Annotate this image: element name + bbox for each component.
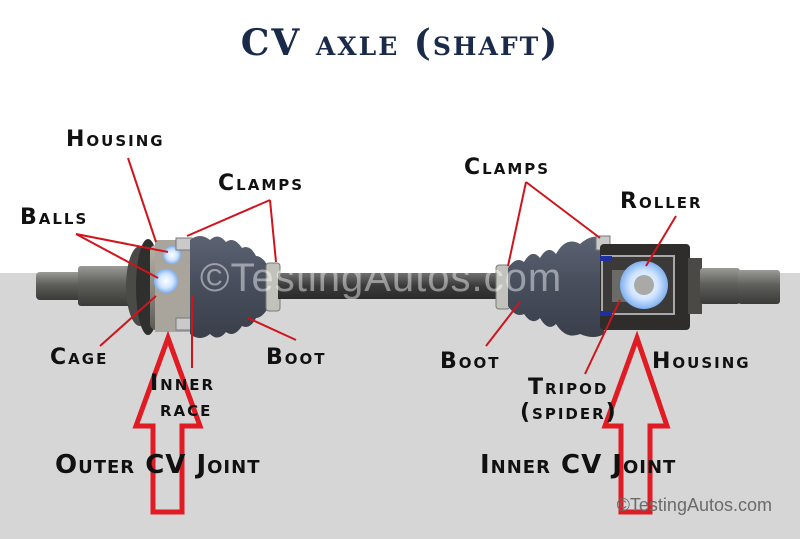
label-inner-tripod-2: (spider) <box>520 400 618 425</box>
label-outer-housing: Housing <box>66 127 165 152</box>
watermark-text: ©TestingAutos.com <box>200 256 563 300</box>
label-inner-boot: Boot <box>440 349 501 374</box>
leader-lines <box>75 157 677 375</box>
label-outer-inner-race-1: Inner <box>150 371 216 396</box>
label-outer-cage: Cage <box>50 345 109 370</box>
label-inner-clamps: Clamps <box>464 155 551 180</box>
label-outer-inner-race-2: race <box>160 397 213 422</box>
outer-boot <box>190 236 281 338</box>
label-inner-roller: Roller <box>620 189 703 214</box>
section-inner-cv-joint: Inner CV Joint <box>480 450 677 480</box>
inner-cv-joint <box>600 244 702 330</box>
inner-stub-shaft <box>700 268 780 304</box>
label-inner-housing: Housing <box>652 349 751 374</box>
label-outer-balls: Balls <box>20 205 89 230</box>
label-inner-tripod-1: Tripod <box>528 375 609 400</box>
upper-background <box>0 0 800 273</box>
axle-shaft <box>278 273 498 299</box>
label-outer-clamps: Clamps <box>218 171 305 196</box>
copyright-credit: ©TestingAutos.com <box>616 495 772 515</box>
ball-lower <box>154 269 178 293</box>
label-outer-boot: Boot <box>266 345 327 370</box>
outer-joint-arrow <box>132 330 204 515</box>
diagram-title: CV axle (shaft) <box>240 22 560 64</box>
inner-joint-arrow <box>601 330 671 515</box>
inner-boot <box>495 235 611 337</box>
outer-cv-joint <box>136 237 199 335</box>
section-outer-cv-joint: Outer CV Joint <box>55 450 261 480</box>
